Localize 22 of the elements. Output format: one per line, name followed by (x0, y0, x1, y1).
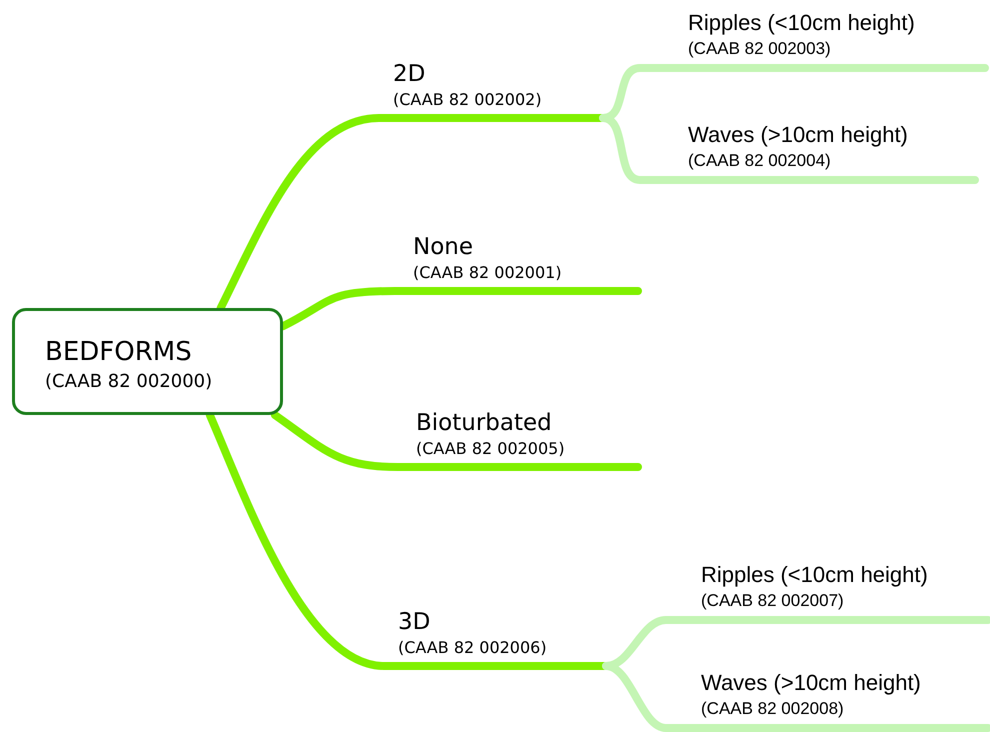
topic-title: Ripples (<10cm height) (701, 562, 929, 588)
code-label: (CAAB 82 002001) (413, 263, 563, 282)
topic-title: Bioturbated (416, 410, 553, 436)
topic-title: Waves (>10cm height) (701, 670, 922, 696)
code-label: (CAAB 82 002007) (701, 591, 845, 611)
code-label: (CAAB 82 002003) (688, 39, 832, 59)
code-label: (CAAB 82 002006) (398, 638, 548, 657)
topic-title: Waves (>10cm height) (688, 122, 909, 148)
topic-title: None (413, 234, 474, 260)
branch-line (602, 662, 990, 732)
branch-line (270, 411, 642, 471)
code-label: (CAAB 82 002004) (688, 151, 832, 171)
topic-title: 2D (393, 61, 426, 87)
code-label: (CAAB 82 002008) (701, 699, 845, 719)
topic-box (12, 308, 283, 415)
topic-title: BEDFORMS (45, 337, 193, 367)
code-label: (CAAB 82 002005) (416, 439, 566, 458)
code-label: (CAAB 82 002002) (393, 90, 543, 109)
topic-title: 3D (398, 609, 432, 635)
topic-title: Ripples (<10cm height) (688, 10, 916, 36)
branch-line (599, 114, 979, 184)
code-label: (CAAB 82 002000) (45, 371, 214, 392)
